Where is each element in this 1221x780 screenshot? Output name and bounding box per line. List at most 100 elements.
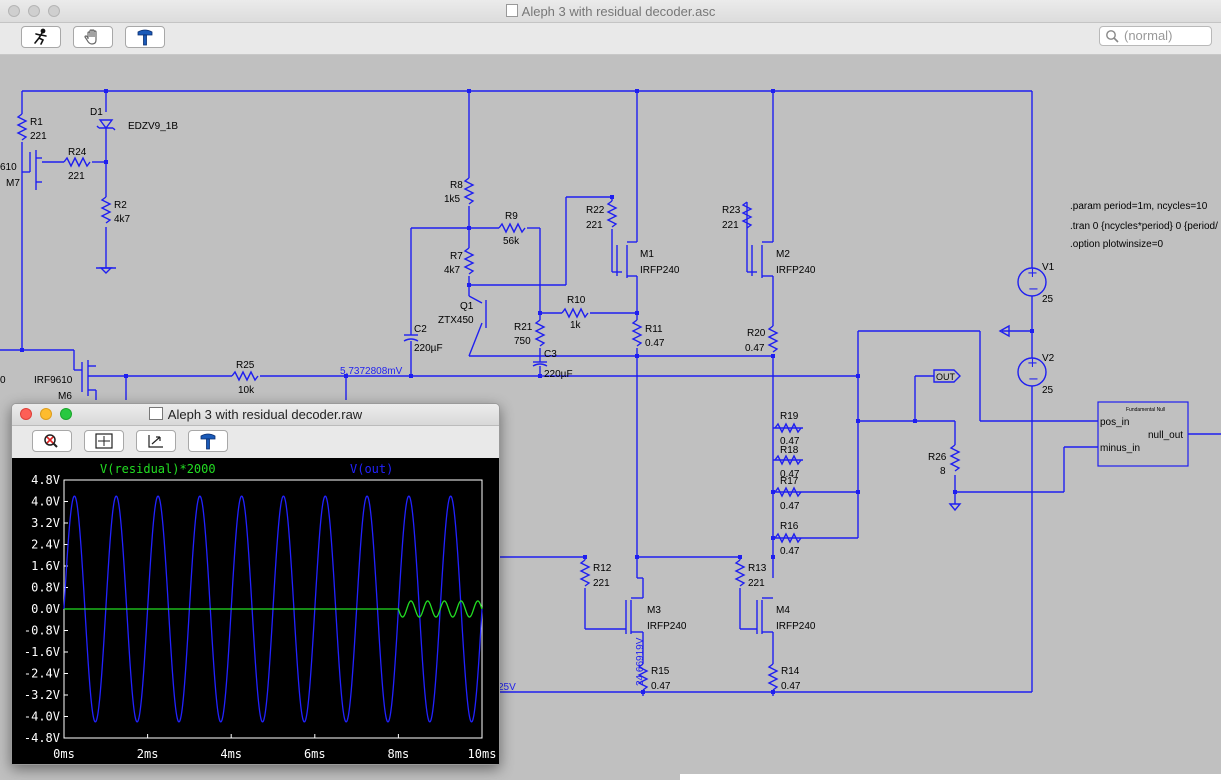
r22-body — [606, 200, 618, 228]
waveform-plot[interactable]: V(residual)*2000 V(out) 4.8V4.0V3.2V2.4V… — [12, 458, 499, 764]
y-tick-label: -0.8V — [24, 624, 60, 638]
r11-body — [631, 319, 643, 347]
label-r8-value: 1k5 — [444, 194, 461, 205]
label-r12-ref: R12 — [593, 563, 612, 574]
y-tick-label: 3.2V — [31, 516, 60, 530]
label-m6-value: IRF9610 — [34, 375, 73, 386]
hand-icon — [84, 29, 97, 45]
source-v1 — [1017, 267, 1047, 297]
zoom-back-icon — [148, 435, 163, 448]
label-v2-ref: V2 — [1042, 353, 1055, 364]
source-polarity: +− +− — [1027, 266, 1039, 387]
out-label-box — [933, 369, 961, 383]
probe-button[interactable] — [125, 26, 165, 48]
probe-plot-button[interactable] — [188, 430, 228, 452]
x-tick-label: 2ms — [137, 747, 159, 761]
ground-r2 — [99, 267, 113, 274]
y-tick-label: 4.8V — [31, 473, 60, 487]
label-r1-value: 221 — [30, 131, 47, 142]
label-m4-ref: M4 — [776, 605, 790, 616]
label-r21-ref: R21 — [514, 322, 533, 333]
label-q1-value: ZTX450 — [438, 315, 474, 326]
series-line-residual — [64, 600, 483, 618]
y-tick-label: -2.4V — [24, 667, 60, 681]
search-input[interactable]: (normal) — [1099, 26, 1212, 46]
node-voltage-label: 5.7372808mV — [340, 366, 403, 377]
label-m2-value: IRFP240 — [776, 265, 816, 276]
directive-tran: .tran 0 {ncycles*period} 0 {period/ — [1070, 221, 1218, 232]
block-title: Fundamental Null — [1126, 407, 1165, 413]
label-r8-ref: R8 — [450, 180, 463, 191]
label-r17-ref: R17 — [780, 476, 799, 487]
waveform-window[interactable]: Aleph 3 with residual decoder.raw — [11, 403, 500, 765]
label-r18-value: 0.47 — [780, 469, 800, 480]
label-r22-ref: R22 — [586, 205, 605, 216]
other-symbols — [96, 119, 1189, 634]
label-r11-value: 0.47 — [645, 338, 665, 349]
r1-body — [16, 113, 28, 141]
halt-button[interactable] — [73, 26, 113, 48]
plot-toolbar — [12, 426, 499, 457]
y-tick-label: -4.0V — [24, 710, 60, 724]
block-pin-out: null_out — [1148, 430, 1183, 441]
ground-r26 — [948, 503, 962, 512]
node-voltage-label: 25V — [498, 682, 516, 693]
label-c3-value: 220µF — [544, 369, 573, 380]
label-r10-ref: R10 — [567, 295, 586, 306]
label-m3-ref: M3 — [647, 605, 661, 616]
window-titlebar: Aleph 3 with residual decoder.asc — [0, 0, 1221, 23]
label-r26-ref: R26 — [928, 452, 947, 463]
label-r20-value: 0.47 — [745, 343, 765, 354]
trace-label-residual[interactable]: V(residual)*2000 — [100, 462, 216, 476]
plot-zoom-button[interactable] — [60, 408, 72, 420]
svg-text:−: − — [1028, 372, 1039, 387]
magnifier-delete-icon — [44, 434, 58, 448]
close-button[interactable] — [8, 5, 20, 17]
plot-series — [63, 495, 483, 723]
zoom-button[interactable] — [48, 5, 60, 17]
r21-body — [534, 319, 546, 347]
r15-body — [637, 663, 649, 691]
source-v2 — [1017, 357, 1047, 387]
label-r24-ref: R24 — [68, 147, 87, 158]
label-m4-value: IRFP240 — [776, 621, 816, 632]
zoom-full-button[interactable] — [84, 430, 124, 452]
label-r25-value: 10k — [238, 385, 255, 396]
label-r16-ref: R16 — [780, 521, 799, 532]
plot-minimize-button[interactable] — [40, 408, 52, 420]
minimize-button[interactable] — [28, 5, 40, 17]
y-tick-label: 0.0V — [31, 602, 60, 616]
label-r7-ref: R7 — [450, 251, 463, 262]
label-m1-value: IRFP240 — [640, 265, 680, 276]
r2-body — [100, 196, 112, 224]
fundamental-null-block — [1097, 401, 1189, 467]
label-r15-ref: R15 — [651, 666, 670, 677]
y-tick-label: 2.4V — [31, 538, 60, 552]
label-q1-ref: Q1 — [460, 301, 474, 312]
out-label-text: OUT — [936, 372, 956, 382]
label-r19-ref: R19 — [780, 411, 799, 422]
window-title: Aleph 3 with residual decoder.asc — [0, 4, 1221, 19]
r23-body — [741, 201, 753, 229]
label-d1-ref: D1 — [90, 107, 103, 118]
zener-d1 — [96, 119, 116, 131]
r18-body — [774, 454, 802, 466]
run-simulation-button[interactable] — [21, 26, 61, 48]
label-r23-value: 221 — [722, 220, 739, 231]
plot-close-button[interactable] — [20, 408, 32, 420]
label-c2-value: 220µF — [414, 343, 443, 354]
label-r25-ref: R25 — [236, 360, 255, 371]
zoom-fit-icon — [95, 433, 113, 449]
label-edge-0: 0 — [0, 375, 6, 386]
r24-body — [63, 156, 91, 168]
trace-label-out[interactable]: V(out) — [350, 462, 393, 476]
label-m7-ref: M7 — [6, 178, 20, 189]
delete-trace-button[interactable] — [32, 430, 72, 452]
r8-body — [463, 177, 475, 205]
zoom-back-button[interactable] — [136, 430, 176, 452]
y-tick-label: -4.8V — [24, 731, 60, 745]
hammer-icon — [200, 433, 216, 450]
plot-titlebar: Aleph 3 with residual decoder.raw — [12, 404, 499, 426]
block-pin-pos: pos_in — [1100, 417, 1129, 428]
